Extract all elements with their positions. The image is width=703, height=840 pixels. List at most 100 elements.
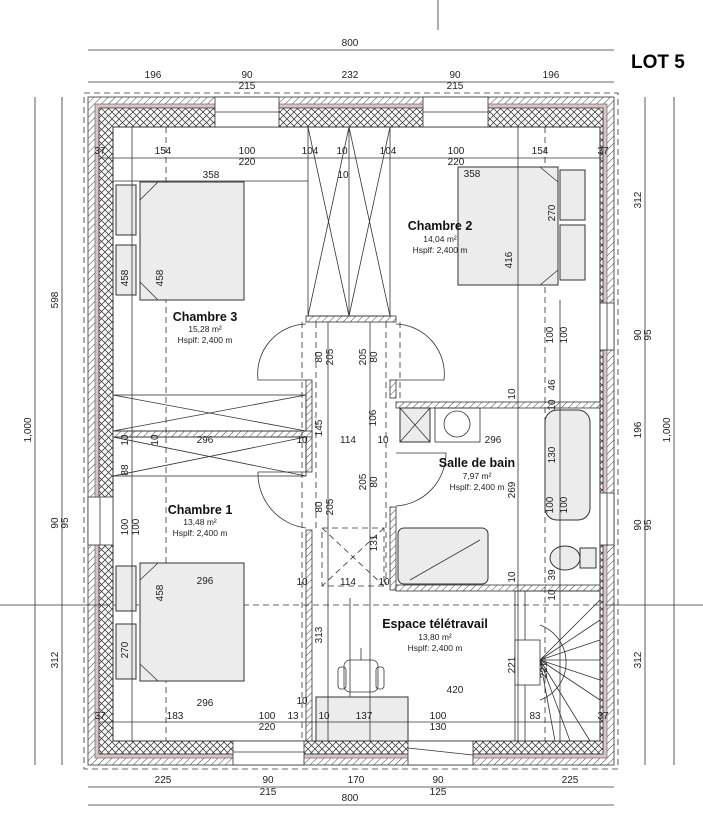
dimension-label: 10 [547, 399, 558, 411]
dimension-label: 104 [380, 146, 397, 157]
dimension-label: 90 [262, 775, 274, 786]
dimension-label: 114 [340, 435, 356, 446]
dimension-label: 100 [239, 146, 256, 157]
room-chambre-2: Chambre 2 14,04 m² Hsplf: 2,400 m [408, 219, 473, 255]
dimension-label: 90 [241, 70, 253, 81]
dimension-label: 95 [60, 517, 71, 529]
dimension-label: 358 [464, 169, 481, 180]
room-name: Salle de bain [439, 456, 515, 470]
dimension-label: 100 [430, 711, 447, 722]
dimension-label: 215 [239, 81, 256, 92]
bed-chambre-1 [115, 562, 245, 682]
dimension-label: 125 [430, 787, 447, 798]
dimension-label: 100 [545, 326, 556, 343]
dimension-label: 100 [131, 518, 142, 535]
dimension-label: 130 [547, 446, 558, 463]
dimension-label: 296 [197, 435, 214, 446]
dimension-label: 106 [368, 409, 379, 426]
dimension-label: 131 [369, 534, 380, 551]
dimension-label: 1,000 [23, 417, 34, 442]
dimension-label: 196 [543, 70, 560, 81]
dimension-label: 37 [94, 146, 106, 157]
dimension-label: 270 [120, 641, 131, 658]
room-area: 13,80 m² [418, 632, 452, 642]
room-name: Chambre 2 [408, 219, 473, 233]
dimension-label: 154 [532, 146, 549, 157]
dimension-label: 10 [336, 146, 348, 157]
room-height: Hsplf: 2,400 m [173, 528, 228, 538]
dimension-label: 232 [342, 70, 359, 81]
windows [87, 96, 615, 766]
dimension-label: 80 [314, 501, 325, 513]
dimension-label: 221 [539, 661, 550, 678]
dimension-label: 145 [314, 419, 325, 436]
dimension-label: 100 [559, 326, 570, 343]
dimension-label: 10 [337, 170, 349, 181]
dimension-label: 95 [643, 519, 654, 531]
wardrobes [112, 126, 391, 477]
dimension-label: 10 [507, 388, 518, 400]
dimension-label: 80 [314, 351, 325, 363]
dimension-label: 10 [377, 435, 389, 446]
dimension-label: 215 [447, 81, 464, 92]
dimension-label: 10 [150, 434, 161, 446]
dimension-label: 37 [597, 711, 609, 722]
dimension-label: 225 [562, 775, 579, 786]
dimension-label: 205 [358, 348, 369, 365]
lot-title: LOT 5 [631, 52, 685, 73]
bed-chambre-3 [115, 181, 245, 301]
dimension-label: 80 [369, 351, 380, 363]
dimension-label: 10 [378, 577, 390, 588]
dimension-label: 205 [325, 498, 336, 515]
dimension-label: 220 [239, 157, 256, 168]
staircase [514, 590, 601, 742]
dimension-label: 90 [432, 775, 444, 786]
dimension-label: 39 [547, 569, 558, 581]
toilet [549, 545, 581, 571]
dimension-label: 296 [197, 698, 214, 709]
room-area: 14,04 m² [423, 234, 457, 244]
room-area: 15,28 m² [188, 324, 222, 334]
dimension-label: 95 [643, 329, 654, 341]
interior-walls [112, 315, 601, 742]
dimension-label: 312 [633, 651, 644, 668]
dimension-label: 458 [155, 584, 166, 601]
door-chambre-2 [395, 323, 445, 381]
door-salle-de-bain [395, 452, 447, 507]
dimension-label: 10 [507, 571, 518, 583]
dimension-label: 83 [529, 711, 541, 722]
dimension-label: 10 [120, 434, 131, 446]
dimension-label: 13 [287, 711, 299, 722]
door-chambre-3 [257, 323, 307, 381]
dimension-label: 220 [448, 157, 465, 168]
room-height: Hsplf: 2,400 m [178, 335, 233, 345]
dimension-label: 270 [547, 204, 558, 221]
door-chambre-1 [257, 471, 307, 529]
dimension-label: 196 [145, 70, 162, 81]
dimension-label: 416 [504, 251, 515, 268]
room-chambre-1: Chambre 1 13,48 m² Hsplf: 2,400 m [168, 503, 233, 538]
room-salle-de-bain: Salle de bain 7,97 m² Hsplf: 2,400 m [439, 456, 515, 492]
dimension-label: 10 [547, 589, 558, 601]
dimension-label: 458 [120, 269, 131, 286]
dimension-label: 137 [356, 711, 373, 722]
dimension-label: 170 [348, 775, 365, 786]
furniture [115, 166, 601, 742]
dimension-label: 130 [430, 722, 447, 733]
dimension-label: 196 [633, 421, 644, 438]
room-name: Chambre 3 [173, 310, 238, 324]
dimension-label: 88 [120, 464, 131, 476]
dimension-label: 205 [358, 473, 369, 490]
dimension-label: 90 [50, 517, 61, 529]
dimension-label: 100 [448, 146, 465, 157]
dimension-label: 10 [296, 696, 308, 707]
dimension-lines [34, 49, 675, 806]
dimension-label: 215 [260, 787, 277, 798]
dimension-label: 800 [342, 793, 359, 804]
bathroom-fixtures [397, 407, 597, 585]
dimension-label: 90 [633, 519, 644, 531]
bed-chambre-2 [457, 166, 586, 286]
bathtub [544, 409, 591, 521]
dimension-label: 46 [547, 379, 558, 391]
